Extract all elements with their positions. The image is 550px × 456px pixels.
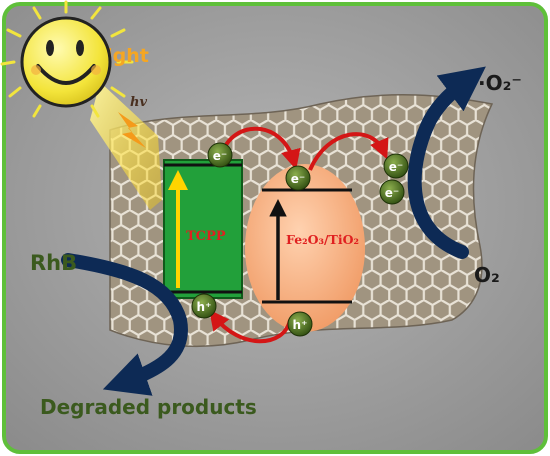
electron-particle: e⁻	[207, 142, 233, 168]
electron-particle: e⁻	[285, 165, 311, 191]
lightning-icon	[118, 112, 146, 148]
rhb-degradation-arrow	[61, 253, 188, 396]
superoxide-label: ·O₂⁻	[478, 71, 522, 95]
electron-particle: e⁻	[383, 153, 409, 179]
electron-transfer-arrow-1	[220, 126, 301, 170]
electron-particle: e⁻	[379, 179, 405, 205]
svg-text:e⁻: e⁻	[291, 172, 305, 186]
tcpp-label: TCPP	[186, 229, 226, 244]
sun-icon	[20, 16, 112, 108]
svg-text:h⁺: h⁺	[293, 318, 308, 332]
electron-transfer-arrow-2	[308, 132, 389, 171]
light-beam	[90, 82, 162, 210]
svg-text:h⁺: h⁺	[197, 300, 212, 314]
o2-reduction-arrow	[407, 66, 486, 259]
fe-tio2-label: Fe₂O₃/TiO₂	[286, 232, 359, 247]
rhb-label: RhB	[30, 251, 77, 275]
hole-transfer-arrow	[209, 309, 292, 344]
o2-label: O₂	[474, 263, 500, 287]
svg-text:e⁻: e⁻	[389, 160, 403, 174]
svg-text:e⁻: e⁻	[213, 149, 227, 163]
sun-rays	[0, 0, 134, 118]
hole-particle: h⁺	[191, 293, 217, 319]
hv-label: hv	[130, 95, 147, 110]
hole-particle: h⁺	[287, 311, 313, 337]
svg-text:e⁻: e⁻	[385, 186, 399, 200]
degraded-products-label: Degraded products	[40, 395, 257, 419]
